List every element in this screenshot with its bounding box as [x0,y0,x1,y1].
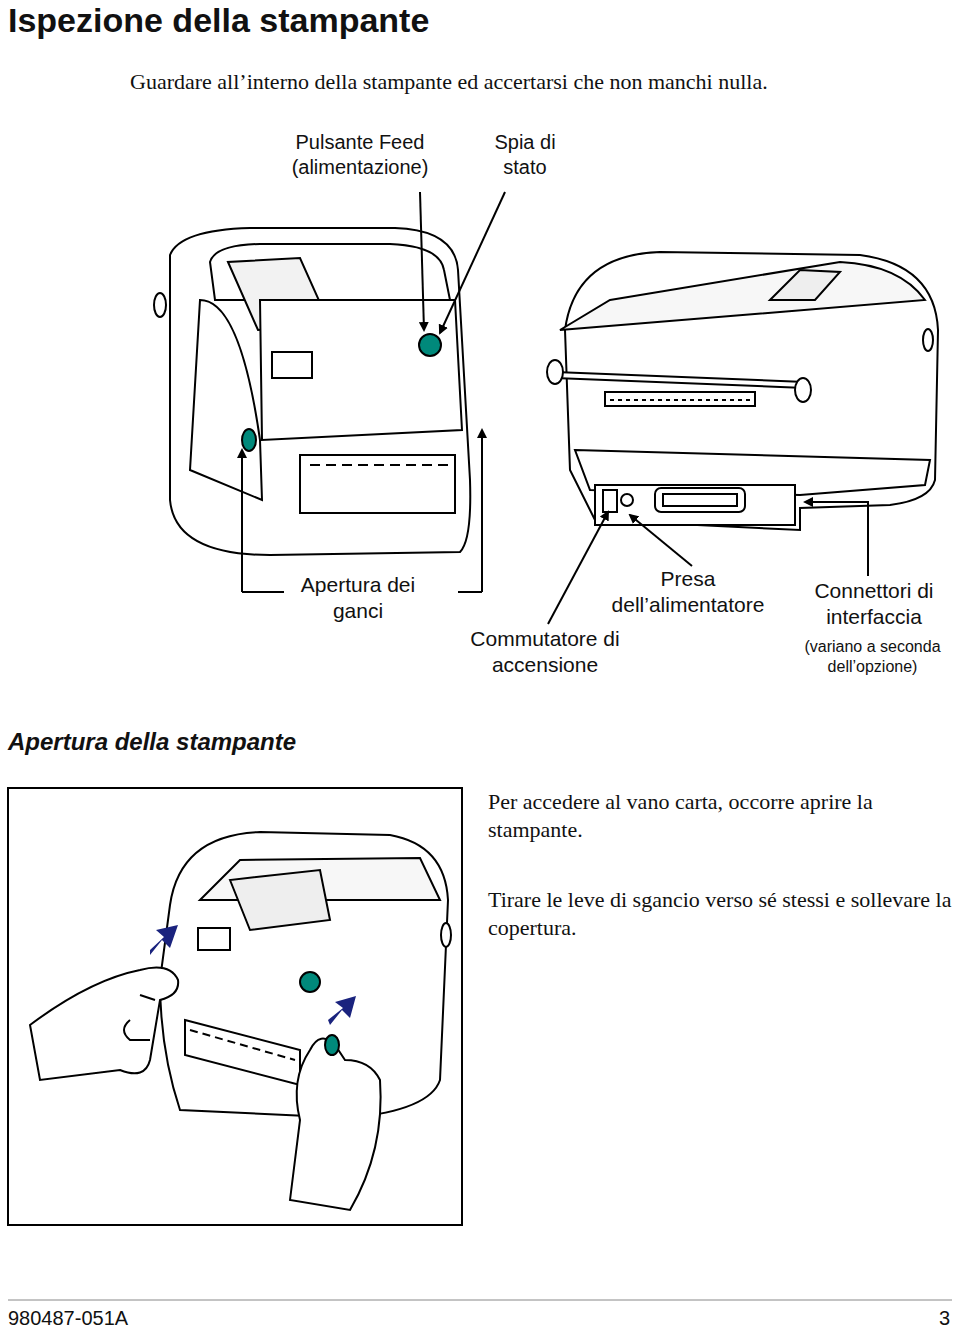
body-text: Tirare le leve di sgancio verso sé stess… [488,886,953,941]
hands [30,968,381,1210]
callout-label: Apertura dei ganci [288,572,428,625]
printer-back [547,252,938,530]
page-title: Ispezione della stampante [8,0,429,41]
page-number: 3 [880,1306,950,1331]
leader-lines [242,192,868,624]
body-text: Per accedere al vano carta, occorre apri… [488,788,953,843]
document-number: 980487-051A [8,1306,128,1331]
callout-note: (variano a seconda dell’opzione) [785,637,960,677]
callout-label: Pulsante Feed (alimentazione) [255,130,465,180]
section-heading: Apertura della stampante [8,727,296,757]
intro-text: Guardare all’interno della stampante ed … [130,68,950,96]
callout-label: Commutatore di accensione [455,626,635,679]
footer-rule [8,1300,952,1301]
callout-label: Connettori di interfaccia [790,578,958,631]
callout-label: Spia di stato [470,130,580,180]
callout-label: Presa dell’alimentatore [588,566,788,619]
figure-frame [8,788,462,1225]
pull-arrows [150,925,356,1025]
